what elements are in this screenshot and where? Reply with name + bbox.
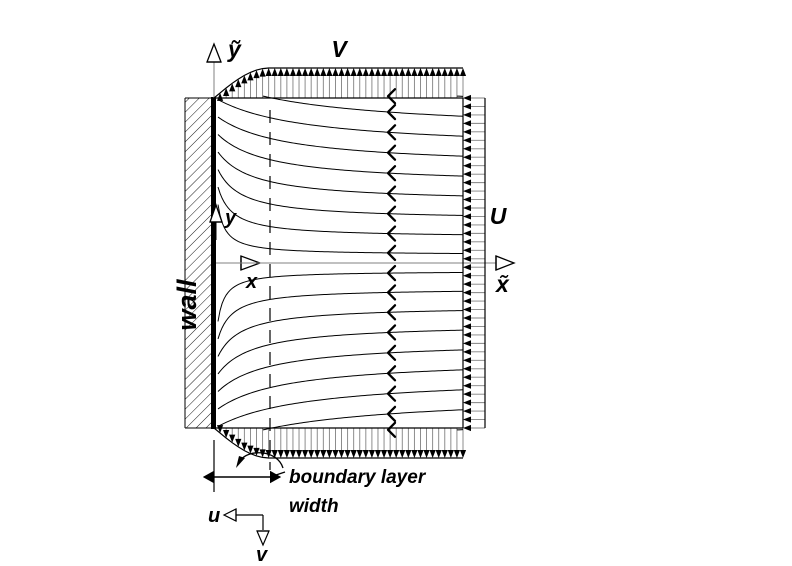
boundary-layer-caption-line1: boundary layer bbox=[289, 467, 427, 488]
outer-y-axis-label: ỹ bbox=[227, 36, 242, 62]
uv-component-axes bbox=[222, 508, 270, 547]
wall-hatching bbox=[184, 97, 212, 429]
local-y-axis bbox=[209, 203, 223, 240]
streamline-arrowheads bbox=[386, 88, 397, 438]
boundary-layer-caption-line2: width bbox=[289, 496, 339, 517]
top-velocity-profile bbox=[213, 67, 467, 101]
outer-x-axis bbox=[463, 255, 516, 271]
wall-label: wall bbox=[172, 279, 202, 331]
bottom-velocity-profile bbox=[213, 425, 467, 459]
top-velocity-label: V bbox=[331, 36, 348, 62]
outer-y-axis bbox=[206, 42, 222, 98]
u-component-label: u bbox=[208, 505, 220, 527]
v-component-label: v bbox=[256, 544, 269, 566]
outer-x-axis-label: x̃ bbox=[494, 271, 510, 297]
local-y-axis-label: y bbox=[224, 207, 237, 229]
wall-surface bbox=[211, 97, 216, 429]
local-x-axis-label: x bbox=[245, 271, 258, 293]
streamline-group bbox=[217, 95, 464, 431]
leader-arrow-icon bbox=[236, 452, 286, 478]
right-velocity-profile bbox=[463, 94, 486, 432]
right-velocity-label: U bbox=[490, 203, 508, 229]
